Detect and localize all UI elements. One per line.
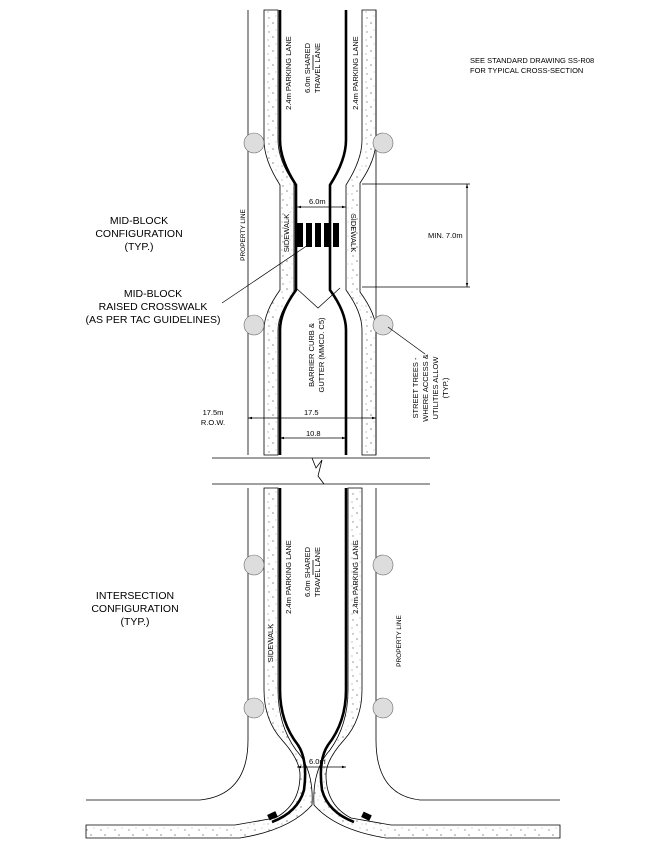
midblock-config-label: MID-BLOCK CONFIGURATION (TYP.) — [95, 215, 183, 253]
parking-lane-left-lower: 2.4m PARKING LANE — [284, 540, 293, 614]
right-sidewalk-lower — [313, 487, 561, 839]
property-line-left: PROPERTY LINE — [240, 209, 247, 261]
sidewalk-left-upper: SIDEWALK — [282, 213, 291, 253]
left-sidewalk-lower — [85, 487, 313, 839]
intersection-width-dim: 6.0m — [309, 757, 326, 766]
tree-icon — [372, 132, 394, 154]
tree-icon — [243, 132, 265, 154]
street-trees-label: STREET TREES - WHERE ACCESS & UTILITIES … — [411, 354, 450, 422]
left-sidewalk — [263, 9, 295, 456]
parking-lane-right-lower: 2.4m PARKING LANE — [351, 540, 360, 614]
dimension-lines — [248, 183, 470, 769]
parking-lane-left-upper: 2.4m PARKING LANE — [284, 36, 293, 110]
intersection-config-label: INTERSECTION CONFIGURATION (TYP.) — [91, 590, 179, 628]
catch-basins — [267, 811, 372, 821]
crosswalk-width-dim: 6.0m — [309, 197, 326, 206]
tree-icon — [243, 697, 265, 719]
sidewalk-left-lower: SIDEWALK — [266, 623, 275, 663]
row-width-dim: 17.5 — [304, 408, 319, 417]
street-trees — [243, 132, 394, 719]
barrier-curb-label: BARRIER CURB & GUTTER (MMCD. C5) — [307, 317, 326, 393]
midblock-crosswalk-label: MID-BLOCK RAISED CROSSWALK (AS PER TAC G… — [85, 288, 221, 326]
sidewalk-right-upper: SIDEWALK — [349, 213, 358, 253]
crosswalk-bars — [297, 223, 339, 247]
property-lines — [86, 10, 560, 801]
travel-lane-lower: 6.0m SHARED TRAVEL LANE — [303, 546, 322, 598]
travel-lane-upper: 6.0m SHARED TRAVEL LANE — [303, 42, 322, 94]
tree-icon — [243, 554, 265, 576]
property-line-right: PROPERTY LINE — [396, 615, 403, 667]
standard-note: SEE STANDARD DRAWING SS-R08 FOR TYPICAL … — [470, 56, 595, 75]
leader-lines — [221, 244, 426, 355]
tree-icon — [372, 697, 394, 719]
break-line — [212, 457, 430, 485]
tree-icon — [372, 314, 394, 336]
tree-icon — [372, 554, 394, 576]
curb-width-dim: 10.8 — [306, 429, 321, 438]
min-length-dim: MIN. 7.0m — [428, 231, 463, 240]
tree-icon — [243, 314, 265, 336]
right-sidewalk — [345, 9, 377, 456]
parking-lane-right-upper: 2.4m PARKING LANE — [351, 36, 360, 110]
row-label: 17.5m R.O.W. — [200, 408, 226, 427]
